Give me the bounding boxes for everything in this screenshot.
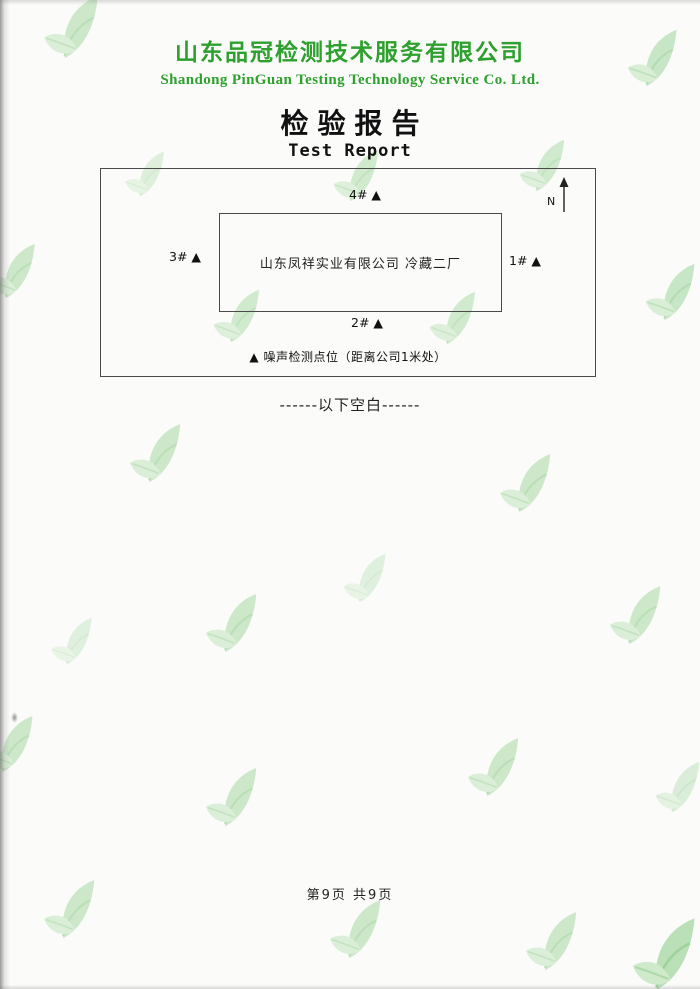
monitoring-point-2: 2# ▲ xyxy=(351,315,384,330)
monitoring-point-4: 4# ▲ xyxy=(349,187,382,202)
site-boundary-outline: N 4# ▲ 3# ▲ 1# ▲ 2# ▲ 山东凤祥实业有限公司 冷藏二厂 ▲ … xyxy=(100,168,596,377)
north-indicator: N xyxy=(547,177,570,213)
company-name-english: Shandong PinGuan Testing Technology Serv… xyxy=(160,72,540,88)
north-arrow-icon xyxy=(559,177,569,212)
facility-label: 山东凤祥实业有限公司 冷藏二厂 xyxy=(259,257,462,272)
report-title-chinese: 检验报告 xyxy=(280,107,429,140)
scan-artifact-mark xyxy=(11,712,18,723)
north-label: N xyxy=(547,195,556,208)
blank-below-note: ------以下空白------ xyxy=(279,396,421,414)
page-number: 第9页 共9页 xyxy=(306,888,394,903)
monitoring-point-3: 3# ▲ xyxy=(169,249,202,264)
company-name-chinese: 山东品冠检测技术服务有限公司 xyxy=(175,40,525,66)
facility-building-outline: 山东凤祥实业有限公司 冷藏二厂 xyxy=(219,213,502,312)
diagram-legend: ▲ 噪声检测点位（距离公司1米处） xyxy=(249,350,447,364)
report-title-english: Test Report xyxy=(288,141,412,161)
monitoring-point-1: 1# ▲ xyxy=(509,253,542,268)
